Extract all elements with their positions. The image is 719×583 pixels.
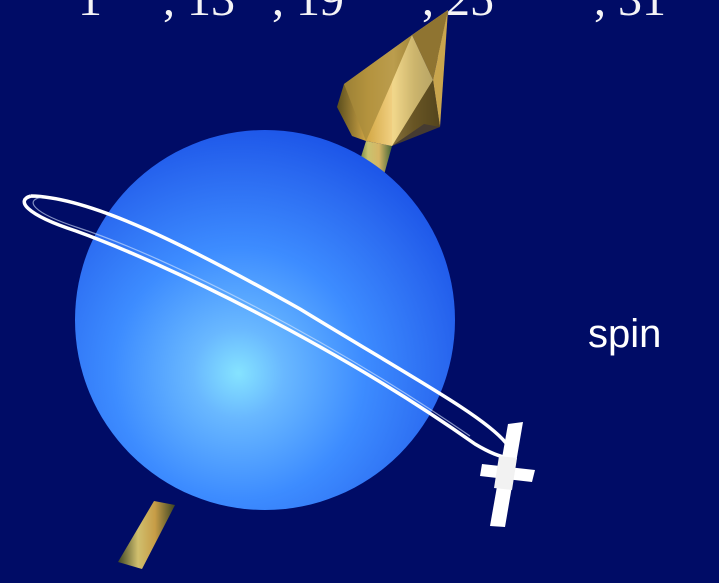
spacecraft-icon [480,422,535,527]
spin-label: spin [588,314,661,354]
spin-axis-lower-shaft [118,501,175,569]
planet-icon [75,130,455,510]
